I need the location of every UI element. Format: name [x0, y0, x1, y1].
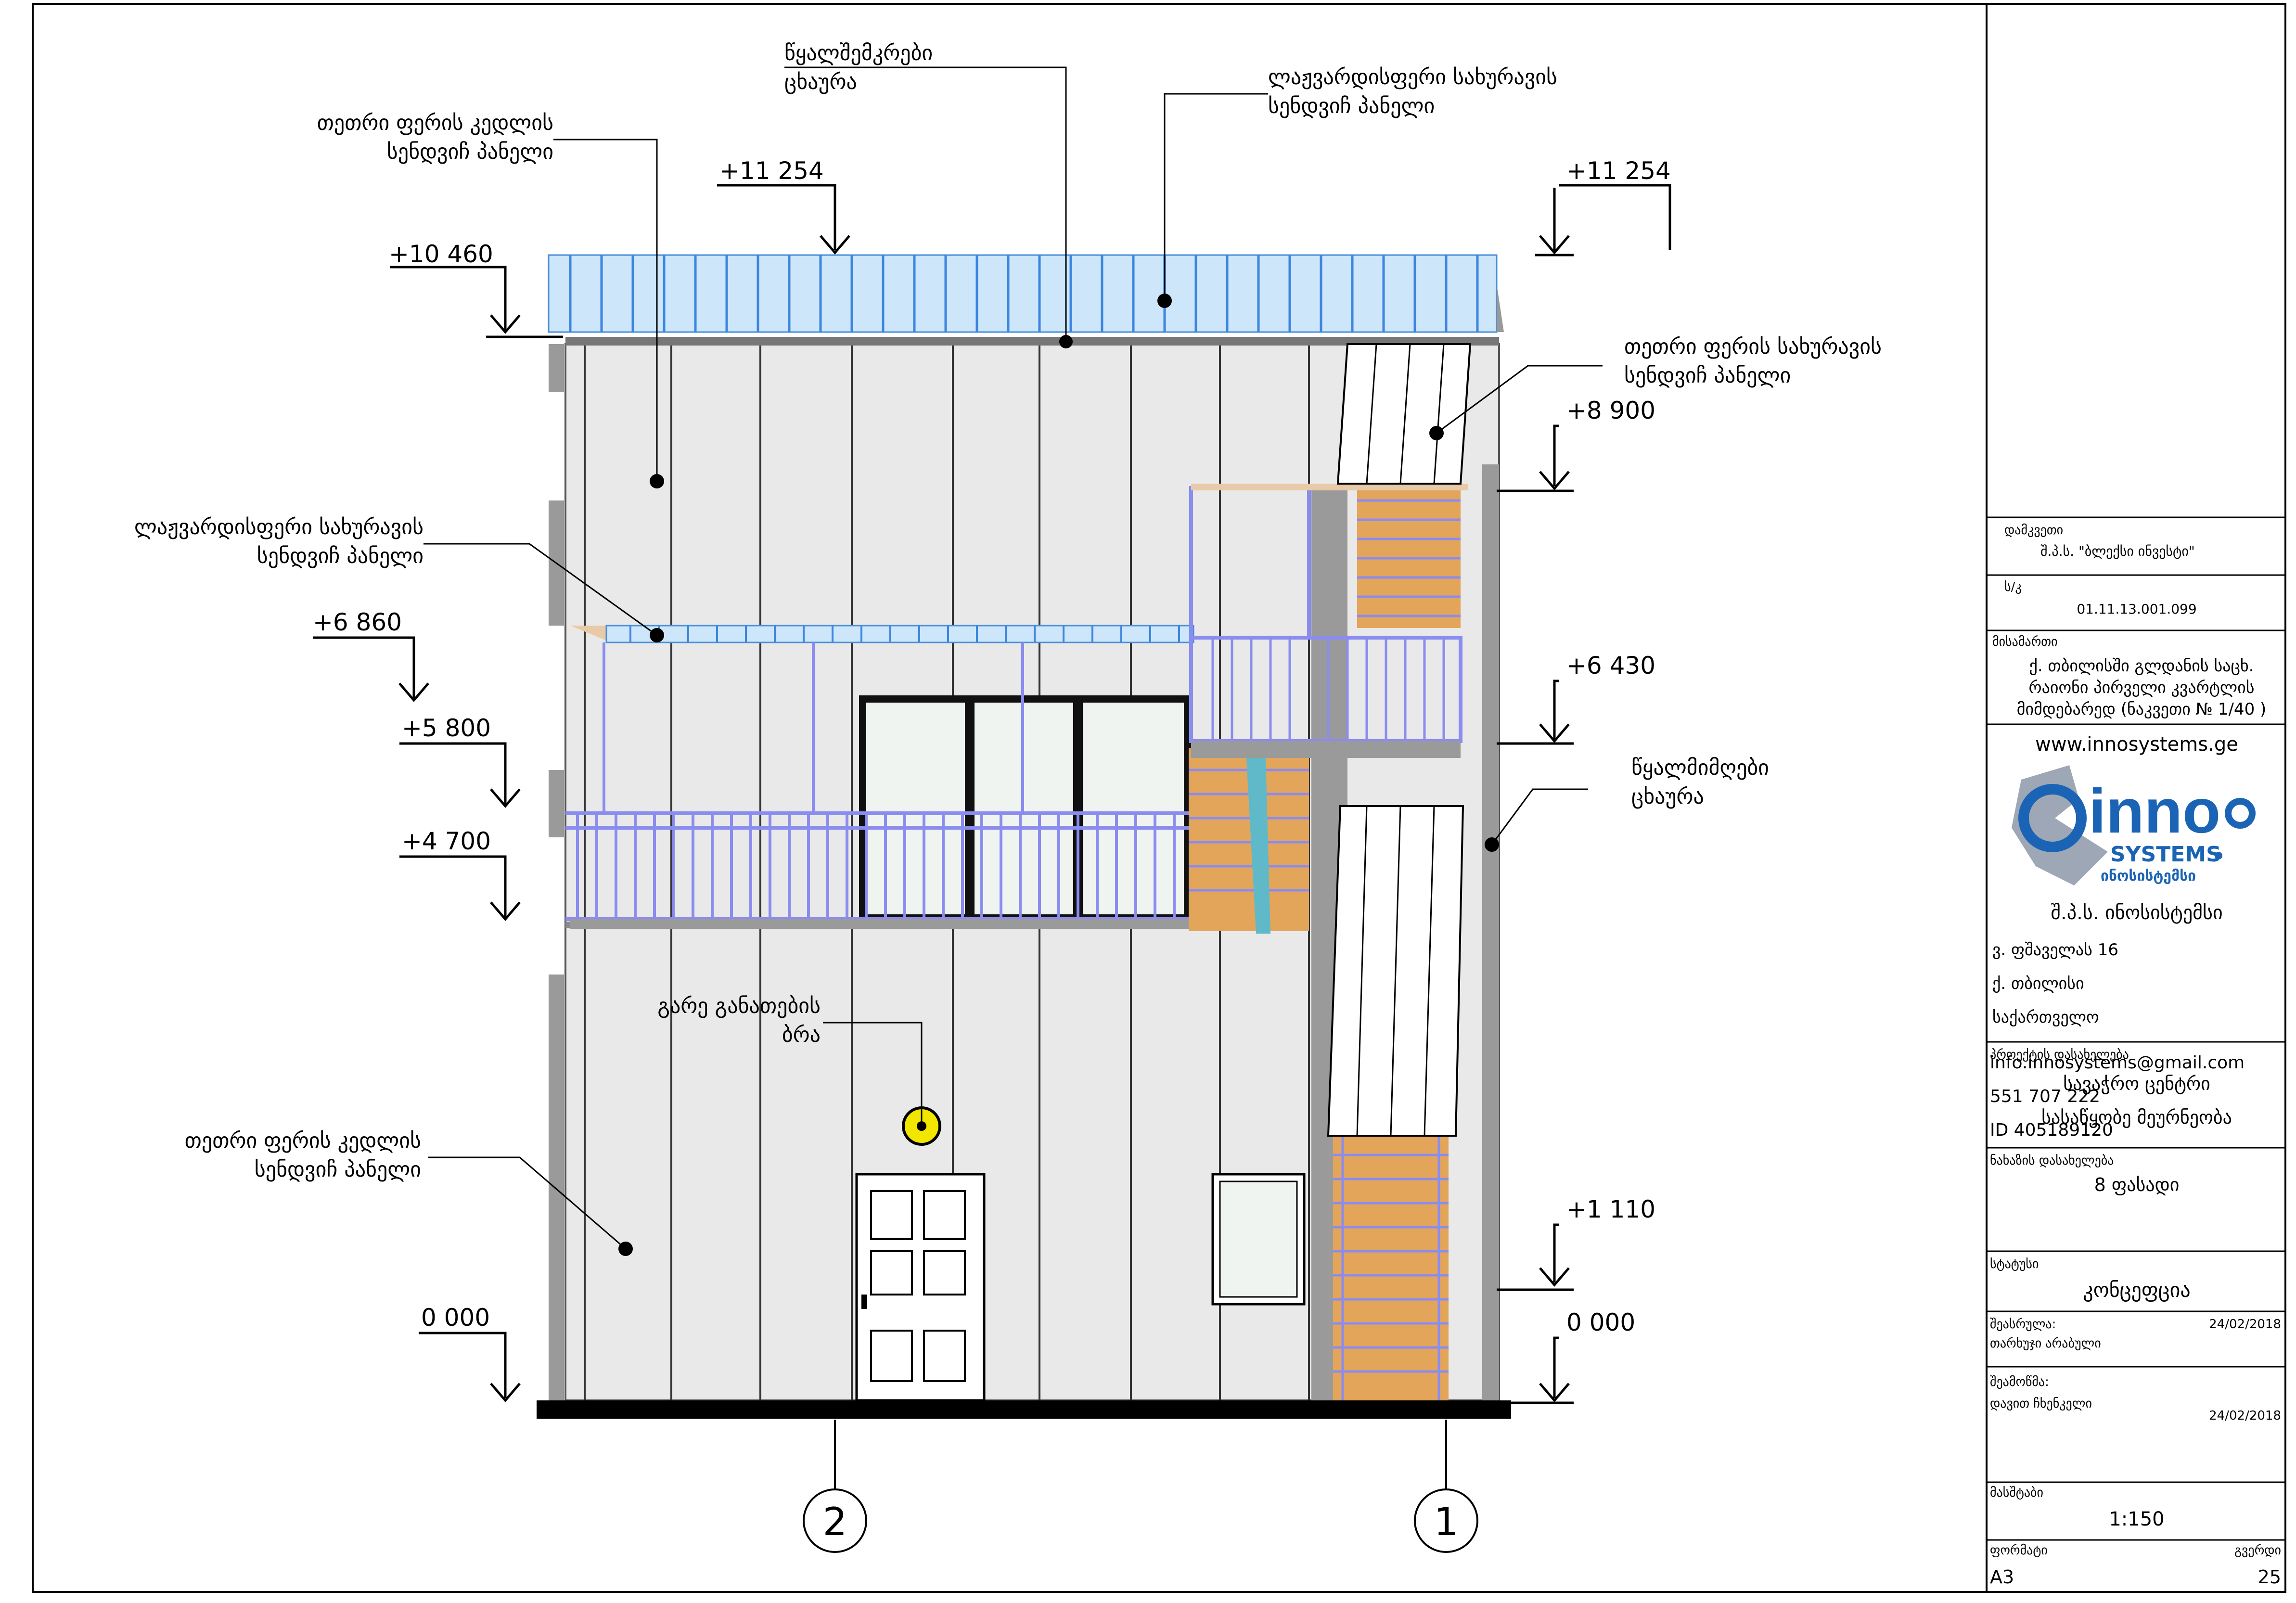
- tb-city: ქ. თბილისი: [1992, 974, 2084, 993]
- label-white-wall-upper-2: სენდვიჩ პანელი: [387, 140, 553, 164]
- elev-right-roof: +11 254: [1566, 157, 1671, 185]
- tb-checked-name: დავით ჩხენკელი: [1990, 1397, 2092, 1411]
- tb-page-label: გვერდი: [2234, 1543, 2281, 1558]
- label-gutter-2: ცხაურა: [784, 70, 857, 94]
- tb-client-label: დამკვეთი: [2004, 523, 2063, 538]
- label-light-2: ბრა: [782, 1023, 821, 1047]
- label-white-wall-lower-1: თეთრი ფერის კედლის: [185, 1129, 421, 1153]
- elev-right-landing: +6 430: [1566, 652, 1655, 680]
- logo-subtitle: ინოსისტემსი: [2101, 868, 2196, 885]
- label-blue-roof-top-2: სენდვიჩ პანელი: [1268, 94, 1435, 118]
- tb-address-label: მისამართი: [1992, 635, 2058, 649]
- label-white-wall-lower-2: სენდვიჩ პანელი: [255, 1157, 421, 1182]
- label-light-1: გარე განათების: [657, 994, 821, 1018]
- elev-top-center: +11 254: [719, 157, 824, 185]
- tb-sheet-label: ნახაზის დასახელება: [1990, 1154, 2114, 1168]
- tb-project-label: პროექტის დასახელება: [1990, 1048, 2129, 1062]
- elev-left-window: +6 860: [313, 608, 402, 636]
- label-downpipe-1: წყალმიმღები: [1631, 756, 1769, 780]
- blue-roof-panel-top: [548, 254, 1498, 333]
- sheet-frame: [32, 3, 2286, 1593]
- tb-status-label: სტატუსი: [1990, 1257, 2039, 1271]
- tb-status-value: კონცეფცია: [2083, 1278, 2190, 1302]
- elev-right-ground: 0 000: [1566, 1308, 1635, 1336]
- tb-client-value: შ.პ.ს. "ბლექსი ინვესტი": [2040, 543, 2195, 559]
- label-white-wall-upper-1: თეთრი ფერის კედლის: [317, 111, 553, 135]
- elev-left-balcony: +5 800: [402, 714, 491, 742]
- tb-executed-name: თარხუჯი არაბული: [1990, 1336, 2101, 1351]
- entrance-door: [855, 1173, 986, 1402]
- building: [537, 254, 1511, 1419]
- tb-address-1: ქ. თბილისში გლდანის საცხ.: [2029, 656, 2254, 676]
- blue-roof-panel-mid: [605, 625, 1194, 643]
- axis-label-1: 1: [1434, 1500, 1459, 1544]
- logo-systems: SYSTEMS: [2110, 842, 2221, 867]
- tb-street: ვ. ფშაველას 16: [1992, 940, 2118, 960]
- label-white-roof-2: სენდვიჩ პანელი: [1624, 363, 1791, 388]
- tb-code-value: 01.11.13.001.099: [2077, 601, 2196, 617]
- label-blue-roof-mid-2: სენდვიჩ პანელი: [257, 544, 423, 568]
- tb-executed-date: 24/02/2018: [2209, 1317, 2281, 1332]
- tb-scale-value: 1:150: [2109, 1508, 2164, 1530]
- tb-email: info.innosystems@gmail.com: [1990, 1053, 2245, 1073]
- title-block-grid: [1987, 516, 2285, 1541]
- inno-logo: inno SYSTEMS ინოსისტემსი: [2012, 765, 2256, 885]
- elev-right-stair-low: +1 110: [1566, 1195, 1655, 1223]
- elev-right-stair-top: +8 900: [1566, 397, 1655, 424]
- tb-checked-label: შეამოწმა:: [1990, 1375, 2049, 1389]
- tb-country: საქართველო: [1992, 1008, 2099, 1027]
- tb-checked-date: 24/02/2018: [2209, 1409, 2281, 1423]
- tb-format-value: A3: [1990, 1566, 2014, 1588]
- exterior-stair: [1189, 484, 1468, 1400]
- tb-address-3: მიმდებარედ (ნაკვეთი № 1/40 ): [2017, 700, 2267, 719]
- label-gutter-1: წყალშემკრები: [784, 41, 933, 65]
- label-blue-roof-mid-1: ლაჟვარდისფერი სახურავის: [134, 515, 423, 539]
- tb-phone: 551 707 222: [1990, 1087, 2100, 1106]
- logo-word: inno: [2089, 776, 2220, 846]
- leader-lines: [423, 66, 1603, 1250]
- tb-project-1: სავაჭრო ცენტრი: [2063, 1073, 2210, 1094]
- white-roof-panels: [1327, 343, 1472, 1137]
- tb-code-label: ს/კ: [2004, 580, 2022, 594]
- ground-slab: [537, 1400, 1511, 1419]
- tb-page-value: 25: [2258, 1566, 2281, 1588]
- tb-project-2: სასაწყობე მეურნეობა: [2041, 1107, 2232, 1128]
- tb-executed-label: შეასრულა:: [1990, 1317, 2056, 1332]
- label-blue-roof-top-1: ლაჟვარდისფერი სახურავის: [1268, 65, 1557, 90]
- tb-company: შ.პ.ს. ინოსისტემსი: [2051, 902, 2222, 924]
- tb-id: ID 405189120: [1990, 1120, 2113, 1140]
- label-downpipe-2: ცხაურა: [1631, 784, 1704, 809]
- elev-left-floor2: +4 700: [402, 827, 491, 855]
- label-white-roof-1: თეთრი ფერის სახურავის: [1624, 334, 1882, 359]
- tb-website: www.innosystems.ge: [2035, 733, 2238, 756]
- grid-axes: [803, 1420, 1478, 1553]
- axis-label-2: 2: [823, 1500, 847, 1544]
- tb-format-label: ფორმატი: [1990, 1543, 2048, 1558]
- tb-sheet-value: 8 ფასადი: [2094, 1174, 2180, 1195]
- elev-left-roof: +10 460: [389, 240, 493, 268]
- tb-scale-label: მასშტაბი: [1990, 1486, 2043, 1500]
- tb-address-2: რაიონი პირველი კვარტლის: [2029, 678, 2255, 697]
- elev-left-ground: 0 000: [421, 1304, 490, 1332]
- elevation-markers: [313, 184, 1671, 1404]
